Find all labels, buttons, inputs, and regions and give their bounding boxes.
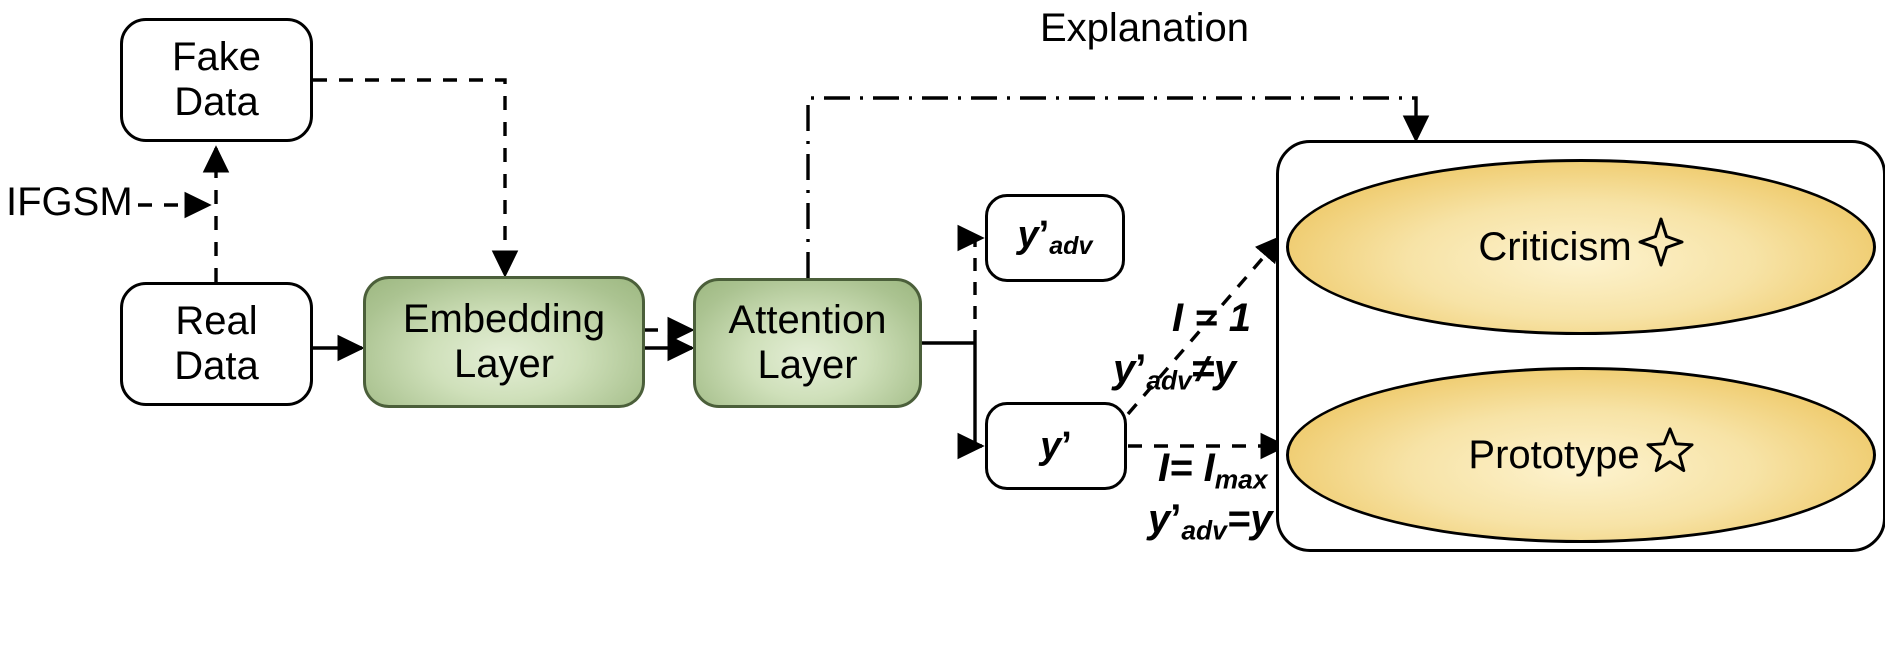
embedding-layer-label-line2: Layer — [453, 342, 555, 386]
prototype-label: Prototype — [1468, 432, 1640, 477]
cond-top-l2-base: y — [1113, 347, 1136, 391]
node-fake-data[interactable]: Fake Data — [120, 18, 313, 142]
y-adv-base: y — [1017, 214, 1039, 257]
attention-layer-label-line2: Layer — [757, 343, 858, 387]
edge-attention-to-explanation — [806, 96, 1430, 278]
condition-bottom-line2: y’adv=y — [1148, 497, 1272, 546]
embedding-layer-label-line1: Embedding — [402, 297, 606, 342]
cond-bot-l2-sub: adv — [1181, 515, 1227, 546]
cond-bot-l1-base: I= I — [1158, 446, 1215, 490]
explanation-label: Explanation — [1040, 6, 1250, 50]
fake-data-label-line1: Fake — [172, 35, 261, 80]
y-adv-subscript: adv — [1049, 232, 1093, 261]
y-pred-prime: ’ — [1061, 424, 1072, 467]
node-y-pred[interactable]: y’ — [985, 402, 1127, 490]
y-adv-label: y’adv — [1018, 214, 1093, 261]
real-data-label-line1: Real — [175, 299, 258, 344]
condition-bottom-line1: I= Imax — [1158, 446, 1268, 495]
node-attention-layer[interactable]: Attention Layer — [693, 278, 922, 408]
cond-bot-l2-base: y — [1148, 497, 1171, 541]
node-y-adv[interactable]: y’adv — [985, 194, 1125, 282]
condition-top-line1-text: I = 1 — [1172, 296, 1251, 340]
node-criticism[interactable]: Criticism — [1286, 159, 1876, 335]
node-embedding-layer[interactable]: Embedding Layer — [363, 276, 645, 408]
fake-data-label-line2: Data — [174, 80, 259, 124]
ifgsm-label: IFGSM — [6, 180, 133, 224]
real-data-label-line2: Data — [174, 344, 259, 388]
cond-bot-l2-prime: ’ — [1170, 497, 1182, 541]
y-pred-label: y’ — [1040, 425, 1072, 468]
edge-attention-to-yadv — [957, 224, 985, 343]
condition-top-line2: y’adv≠y — [1113, 347, 1236, 396]
node-real-data[interactable]: Real Data — [120, 282, 313, 406]
criticism-label: Criticism — [1478, 224, 1632, 269]
cond-bot-l1-sub: max — [1214, 464, 1268, 495]
attention-layer-label-line1: Attention — [728, 298, 887, 343]
five-point-star-icon — [1646, 426, 1694, 484]
cond-top-l2-tail: ≠y — [1191, 347, 1237, 391]
condition-top-line1: I = 1 — [1172, 296, 1251, 341]
cond-bot-l2-tail: =y — [1226, 497, 1273, 541]
y-pred-base: y — [1040, 424, 1062, 467]
edge-ypred-to-criticism — [1126, 234, 1283, 416]
edge-attention-to-ypred — [957, 343, 985, 460]
cond-top-l2-sub: adv — [1146, 365, 1192, 396]
edge-fake-to-embedding — [313, 78, 519, 278]
node-prototype[interactable]: Prototype — [1286, 367, 1876, 543]
cond-top-l2-prime: ’ — [1135, 347, 1147, 391]
y-adv-prime: ’ — [1038, 214, 1050, 257]
sparkle-star-icon — [1638, 217, 1684, 277]
